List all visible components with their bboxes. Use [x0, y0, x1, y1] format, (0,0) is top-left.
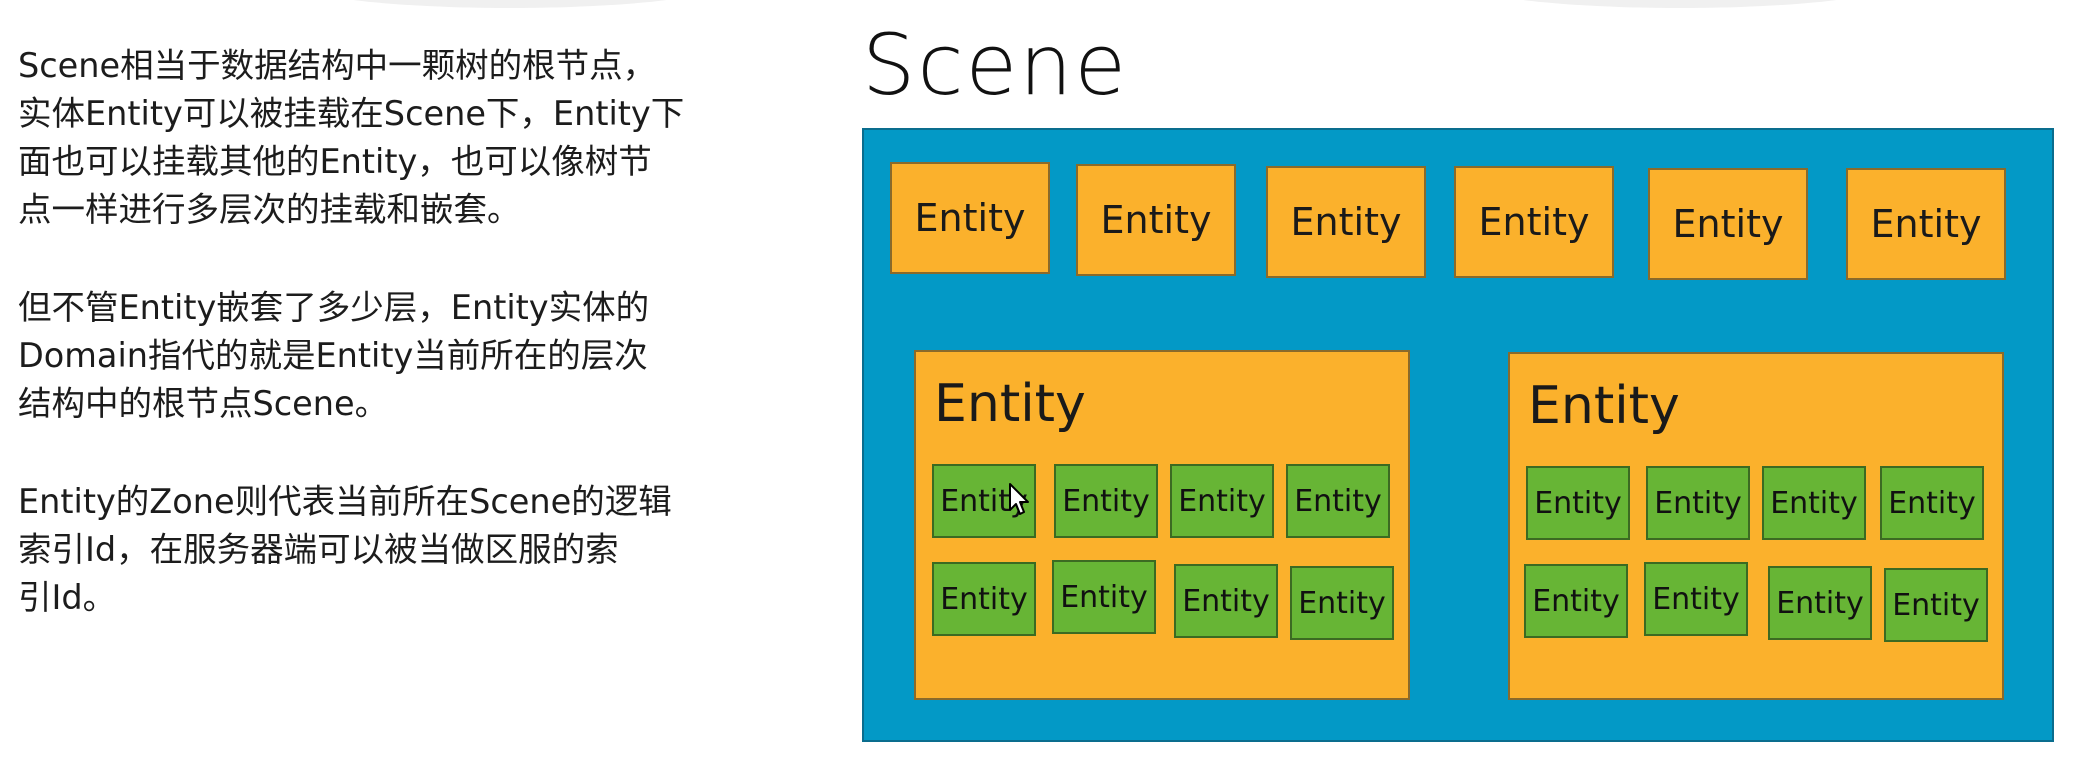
entity-label: Entity [1178, 483, 1266, 519]
entity-label: Entity [1532, 583, 1620, 619]
entity-label: Entity [1770, 485, 1858, 521]
text-line: 引Id。 [18, 578, 117, 617]
paragraph-2: 但不管Entity嵌套了多少层，Entity实体的 Domain指代的就是Ent… [18, 284, 778, 428]
mouse-cursor-icon [1009, 483, 1029, 515]
entity-child: Entity [1174, 564, 1278, 638]
text-line: 结构中的根节点Scene。 [18, 384, 389, 423]
entity-top-4: Entity [1454, 166, 1614, 278]
entity-label: Entity [1888, 485, 1976, 521]
entity-child: Entity [1526, 466, 1630, 540]
entity-child: Entity [1644, 562, 1748, 636]
text-line: 但不管Entity嵌套了多少层，Entity实体的 [18, 288, 650, 327]
background-arc-left [300, 0, 720, 8]
paragraph-1: Scene相当于数据结构中一颗树的根节点， 实体Entity可以被挂载在Scen… [18, 42, 778, 234]
entity-child: Entity [1170, 464, 1274, 538]
entity-child: Entity [1052, 560, 1156, 634]
entity-parent-right: Entity Entity Entity Entity Entity Entit… [1508, 352, 2004, 700]
entity-child: Entity [1880, 466, 1984, 540]
entity-label: Entity [1478, 200, 1590, 244]
entity-parent-left: Entity Entity Entity Entity Entity Entit… [914, 350, 1410, 700]
entity-top-5: Entity [1648, 168, 1808, 280]
paragraph-3: Entity的Zone则代表当前所在Scene的逻辑 索引Id，在服务器端可以被… [18, 478, 778, 622]
entity-child: Entity [932, 562, 1036, 636]
entity-child: Entity [1524, 564, 1628, 638]
entity-child: Entity [1290, 566, 1394, 640]
entity-top-2: Entity [1076, 164, 1236, 276]
entity-child: Entity [1054, 464, 1158, 538]
entity-label: Entity [1290, 200, 1402, 244]
entity-child: Entity [1646, 466, 1750, 540]
entity-label: Entity [1534, 485, 1622, 521]
entity-label: Entity [1060, 579, 1148, 615]
text-line: 面也可以挂载其他的Entity，也可以像树节 [18, 142, 652, 181]
description-text: Scene相当于数据结构中一颗树的根节点， 实体Entity可以被挂载在Scen… [18, 42, 778, 672]
background-arc-right [1470, 0, 1890, 8]
text-line: Domain指代的就是Entity当前所在的层次 [18, 336, 648, 375]
text-line: 实体Entity可以被挂载在Scene下，Entity下 [18, 94, 685, 133]
entity-label: Entity [1294, 483, 1382, 519]
entity-label: Entity [1652, 581, 1740, 617]
entity-label: Entity [1870, 202, 1982, 246]
text-line: Scene相当于数据结构中一颗树的根节点， [18, 46, 657, 85]
entity-label: Entity [1892, 587, 1980, 623]
text-line: 点一样进行多层次的挂载和嵌套。 [18, 190, 521, 229]
entity-label: Entity [1528, 376, 1680, 436]
entity-label: Entity [1672, 202, 1784, 246]
entity-child: Entity [1884, 568, 1988, 642]
entity-label: Entity [1298, 585, 1386, 621]
entity-label: Entity [1776, 585, 1864, 621]
entity-top-1: Entity [890, 162, 1050, 274]
text-line: Entity的Zone则代表当前所在Scene的逻辑 [18, 482, 672, 521]
entity-label: Entity [1654, 485, 1742, 521]
entity-child: Entity [1768, 566, 1872, 640]
scene-box: Entity Entity Entity Entity Entity Entit… [862, 128, 2054, 742]
text-line: 索引Id，在服务器端可以被当做区服的索 [18, 530, 619, 569]
entity-top-6: Entity [1846, 168, 2006, 280]
entity-label: Entity [914, 196, 1026, 240]
entity-top-3: Entity [1266, 166, 1426, 278]
entity-label: Entity [1062, 483, 1150, 519]
scene-title: Scene [862, 16, 1129, 114]
entity-child: Entity [1286, 464, 1390, 538]
entity-label: Entity [934, 374, 1086, 434]
entity-label: Entity [940, 581, 1028, 617]
entity-child: Entity [1762, 466, 1866, 540]
entity-label: Entity [1182, 583, 1270, 619]
entity-label: Entity [1100, 198, 1212, 242]
